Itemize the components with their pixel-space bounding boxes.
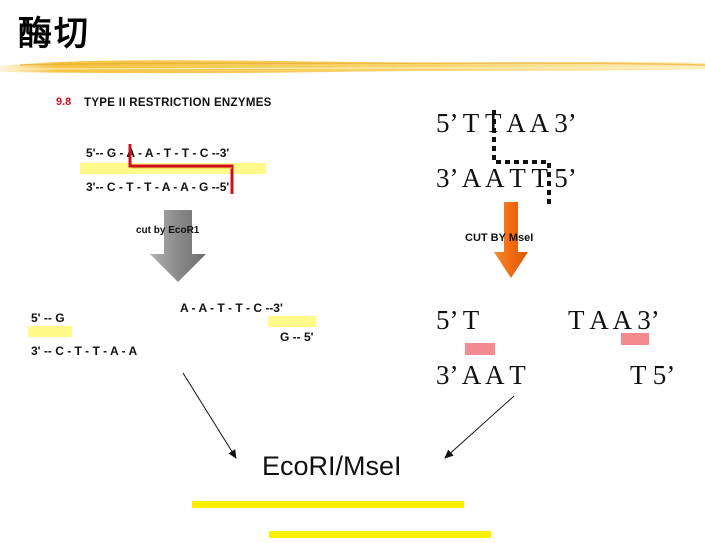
right-fragment-highlight xyxy=(268,316,316,327)
msei-frag-bottom-left: 3’ A A T xyxy=(436,360,526,390)
result-label: EcoRI/MseI xyxy=(262,451,402,481)
msei-arrow-label: CUT BY MseI xyxy=(465,232,534,244)
msei-frag-top-left: 5’ T xyxy=(436,305,480,335)
msei-frag-bottom-right: T 5’ xyxy=(630,360,676,390)
ecori-top-strand: 5'-- G - A - A - T - T - C --3' xyxy=(86,146,230,160)
figure-number: 9.8 xyxy=(56,96,72,108)
msei-bottom-strand: 3’ A A T T 5’ xyxy=(436,163,577,193)
fragment-right-top: A - A - T - T - C --3' xyxy=(180,301,283,315)
ecori-bottom-strand: 3'-- C - T - T - A - A - G --5' xyxy=(86,180,230,194)
msei-overhang-marker-right xyxy=(621,333,649,345)
result-fragment-bar-bottom xyxy=(269,531,491,538)
slide-title: 酶切 xyxy=(18,14,90,54)
title-brush-stroke xyxy=(0,60,705,74)
left-fragment-highlight xyxy=(28,326,72,337)
fragment-right-bottom: G -- 5' xyxy=(280,330,314,344)
ecori-arrow-label: cut by EcoR1 xyxy=(136,225,200,236)
fragment-left-bottom: 3' -- C - T - T - A - A xyxy=(31,344,138,358)
figure-heading: TYPE II RESTRICTION ENZYMES xyxy=(84,97,272,109)
msei-frag-top-right: T A A 3’ xyxy=(568,305,660,335)
result-fragment-bar-top xyxy=(192,501,464,508)
msei-top-strand: 5’ T T A A 3’ xyxy=(436,108,577,138)
msei-overhang-marker-left xyxy=(465,343,495,355)
fragment-left-top: 5' -- G xyxy=(31,311,65,325)
